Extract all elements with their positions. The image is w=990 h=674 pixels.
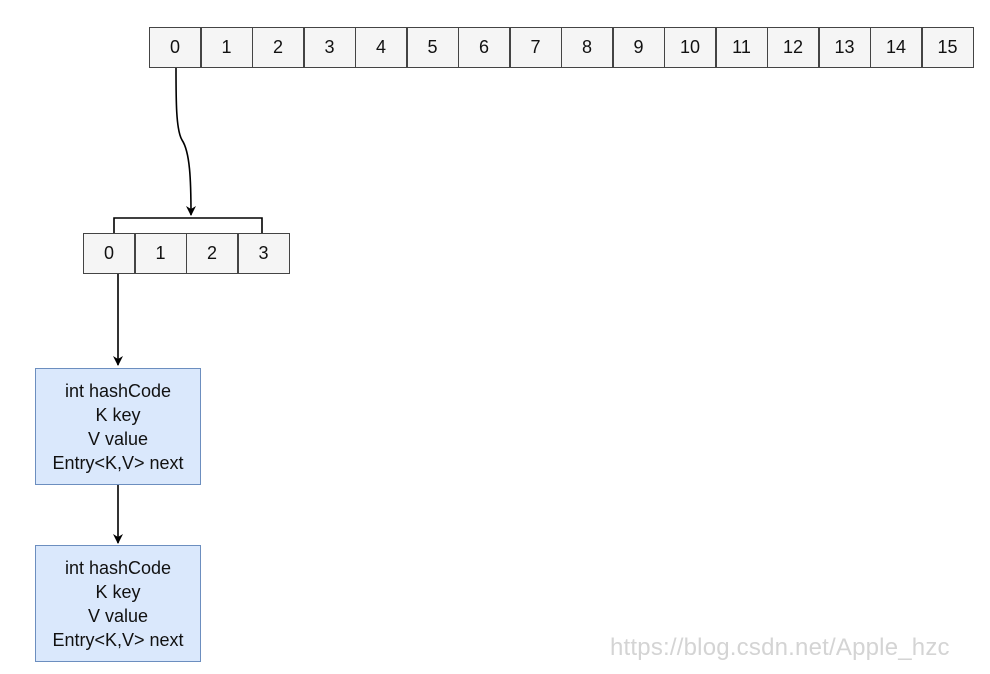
entry-next-field: Entry<K,V> next bbox=[52, 452, 184, 473]
entry-next-field: Entry<K,V> next bbox=[52, 629, 184, 650]
entry-value-field: V value bbox=[87, 605, 149, 626]
outer-array-cell: 15 bbox=[921, 27, 974, 68]
outer-array-cell: 9 bbox=[612, 27, 665, 68]
entry-key-field: K key bbox=[95, 581, 141, 602]
outer-array-cell: 10 bbox=[664, 27, 716, 68]
segment-bracket bbox=[113, 217, 263, 233]
entry-key-field: K key bbox=[95, 404, 141, 425]
outer-array-cell: 3 bbox=[303, 27, 356, 68]
outer-array-cell: 7 bbox=[509, 27, 562, 68]
outer-array-cell: 12 bbox=[767, 27, 819, 68]
entry-node-1: int hashCode K key V value Entry<K,V> ne… bbox=[35, 368, 201, 485]
outer-array-cell: 11 bbox=[715, 27, 768, 68]
entry-hash-field: int hashCode bbox=[64, 380, 172, 401]
outer-to-segment-arrow bbox=[175, 67, 196, 216]
outer-array-cell: 4 bbox=[355, 27, 407, 68]
segment-array-cell: 2 bbox=[186, 233, 238, 274]
outer-array-cell: 5 bbox=[406, 27, 459, 68]
outer-array-cell: 2 bbox=[252, 27, 304, 68]
outer-array-cell: 0 bbox=[149, 27, 201, 68]
entry-node-2: int hashCode K key V value Entry<K,V> ne… bbox=[35, 545, 201, 662]
entry-value-field: V value bbox=[87, 428, 149, 449]
segment-array-cell: 3 bbox=[237, 233, 290, 274]
segment-array-cell: 1 bbox=[134, 233, 187, 274]
outer-array-cell: 8 bbox=[561, 27, 613, 68]
outer-array-cell: 13 bbox=[818, 27, 871, 68]
entry-hash-field: int hashCode bbox=[64, 557, 172, 578]
segment-array-cell: 0 bbox=[83, 233, 135, 274]
outer-array-cell: 6 bbox=[458, 27, 510, 68]
outer-array-cell: 1 bbox=[200, 27, 253, 68]
watermark: https://blog.csdn.net/Apple_hzc bbox=[610, 634, 950, 661]
outer-array-cell: 14 bbox=[870, 27, 922, 68]
